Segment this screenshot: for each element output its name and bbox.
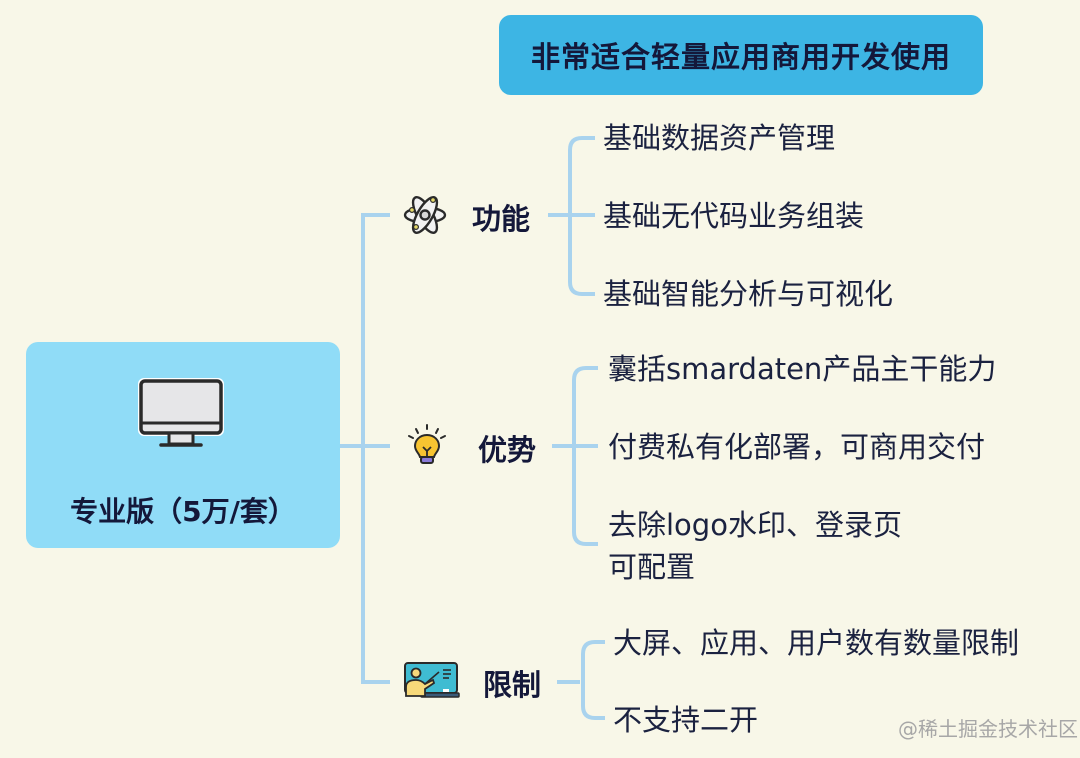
- summary-banner: 非常适合轻量应用商用开发使用: [499, 15, 983, 95]
- leaf-item: 付费私有化部署，可商用交付: [608, 430, 986, 464]
- root-label: 专业版（5万/套）: [70, 495, 296, 528]
- branch-label: 限制: [483, 668, 542, 702]
- leaf-item: 基础无代码业务组装: [603, 199, 865, 233]
- lightbulb-icon: [404, 423, 450, 469]
- atom-icon: [402, 192, 448, 238]
- leaf-item: 去除logo水印、登录页: [608, 508, 902, 542]
- branch-label: 功能: [472, 202, 531, 236]
- leaf-item: 不支持二开: [613, 703, 759, 737]
- leaf-item: 大屏、应用、用户数有数量限制: [613, 626, 1020, 660]
- leaf-item: 基础智能分析与可视化: [603, 277, 894, 311]
- teacher-presentation-icon: [403, 660, 461, 700]
- leaf-item: 可配置: [608, 550, 696, 584]
- leaf-item: 基础数据资产管理: [603, 121, 836, 155]
- watermark: @稀土掘金技术社区: [898, 717, 1078, 741]
- monitor-icon: [136, 376, 226, 452]
- branch-label: 优势: [478, 433, 537, 467]
- root-node[interactable]: 专业版（5万/套）: [26, 342, 340, 548]
- summary-banner-text: 非常适合轻量应用商用开发使用: [530, 40, 951, 74]
- leaf-item: 囊括smardaten产品主干能力: [608, 352, 997, 386]
